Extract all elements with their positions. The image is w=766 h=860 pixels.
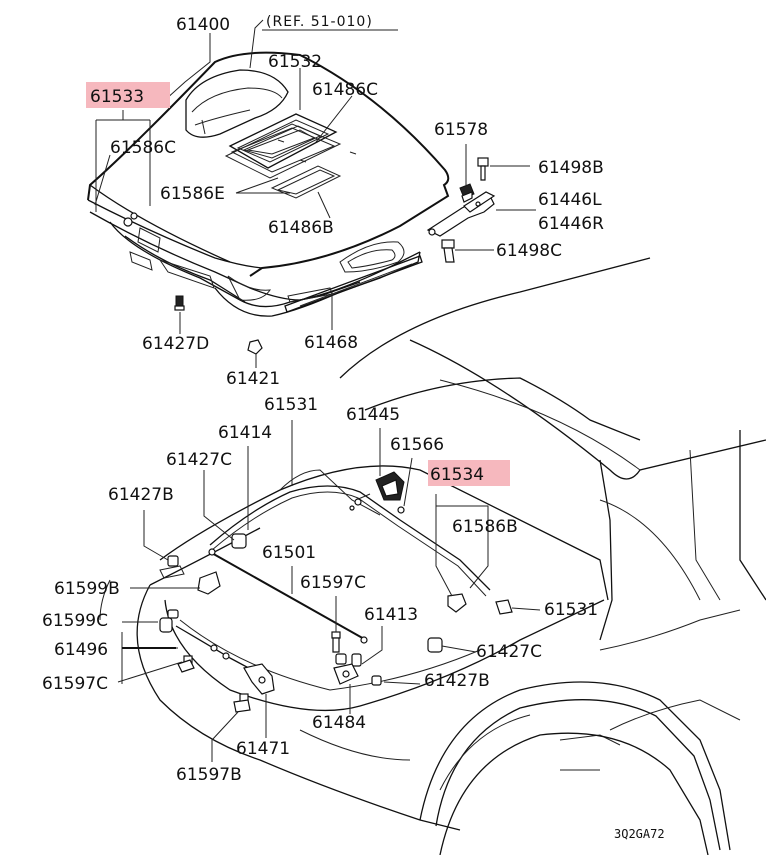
bolt-61498B: [477, 157, 489, 181]
label-61533: 61533: [90, 87, 144, 107]
label-61468: 61468: [304, 333, 358, 353]
label-61446L: 61446L: [538, 190, 602, 210]
hood-latch-61445: [349, 471, 405, 514]
label-61597C-mid: 61597C: [300, 573, 366, 593]
bumper-61578: [459, 183, 475, 203]
grommet-61586B: [447, 593, 513, 615]
diagram-code: 3Q2GA72: [614, 827, 665, 841]
label-61498B: 61498B: [538, 158, 604, 178]
label-61413: 61413: [364, 605, 418, 625]
highlight-61533: [86, 82, 170, 108]
label-61400: 61400: [176, 15, 230, 35]
label-61427D: 61427D: [142, 334, 209, 354]
label-61486B: 61486B: [268, 218, 334, 238]
label-61586C-top: 61586C: [110, 138, 176, 158]
clip-61421: [247, 339, 263, 355]
bracket-61599B: [197, 571, 221, 595]
clip-61599C: [159, 609, 179, 633]
weatherstrip-61468: [284, 255, 423, 313]
label-61486C: 61486C: [312, 80, 378, 100]
stopper-61427B-left: [159, 555, 185, 579]
label-61446R: 61446R: [538, 214, 604, 234]
label-61427C-left: 61427C: [166, 450, 232, 470]
highlight-61534: [428, 460, 510, 486]
clip-61597C-mid: [331, 631, 341, 653]
label-61566: 61566: [390, 435, 444, 455]
label-61471: 61471: [236, 739, 290, 759]
label-61586B: 61586B: [452, 517, 518, 537]
label-61597C-left: 61597C: [42, 674, 108, 694]
label-61445: 61445: [346, 405, 400, 425]
label-61498C: 61498C: [496, 241, 562, 261]
label-61534: 61534: [430, 465, 484, 485]
grommet-61586C: [123, 212, 138, 227]
label-61531-right: 61531: [544, 600, 598, 620]
stopper-61427C-left: [231, 533, 247, 549]
stopper-61427D: [174, 295, 185, 311]
label-61586E: 61586E: [160, 184, 225, 204]
label-61599B: 61599B: [54, 579, 120, 599]
hood-hinge-61446: [426, 191, 496, 237]
bolt-61498C: [441, 239, 455, 263]
stopper-61427B-right: [371, 675, 382, 686]
striker-61484: [333, 663, 359, 685]
clip-61597C-left: [177, 655, 195, 673]
label-61597B: 61597B: [176, 765, 242, 785]
label-61578: 61578: [434, 120, 488, 140]
label-61496: 61496: [54, 640, 108, 660]
seal-61486C: [224, 123, 342, 179]
ref-note: (REF. 51-010): [266, 14, 373, 30]
car-body: [99, 257, 766, 856]
hood-lock-61471: [243, 663, 275, 695]
label-61427B-left: 61427B: [108, 485, 174, 505]
release-cable-61496: [175, 625, 261, 675]
clip-61597B: [233, 693, 251, 713]
seal-61414: [209, 485, 491, 591]
stopper-61427C-right: [427, 637, 443, 653]
hood-stay-61501: [209, 551, 367, 641]
leader-lines: [94, 19, 541, 762]
label-61501: 61501: [262, 543, 316, 563]
label-61599C: 61599C: [42, 611, 108, 631]
label-61532: 61532: [268, 52, 322, 72]
clamp-61413: [335, 653, 362, 667]
label-61427C-right: 61427C: [476, 642, 542, 662]
label-61427B-right: 61427B: [424, 671, 490, 691]
label-61414: 61414: [218, 423, 272, 443]
label-61531-top: 61531: [264, 395, 318, 415]
label-61484: 61484: [312, 713, 366, 733]
label-61421: 61421: [226, 369, 280, 389]
